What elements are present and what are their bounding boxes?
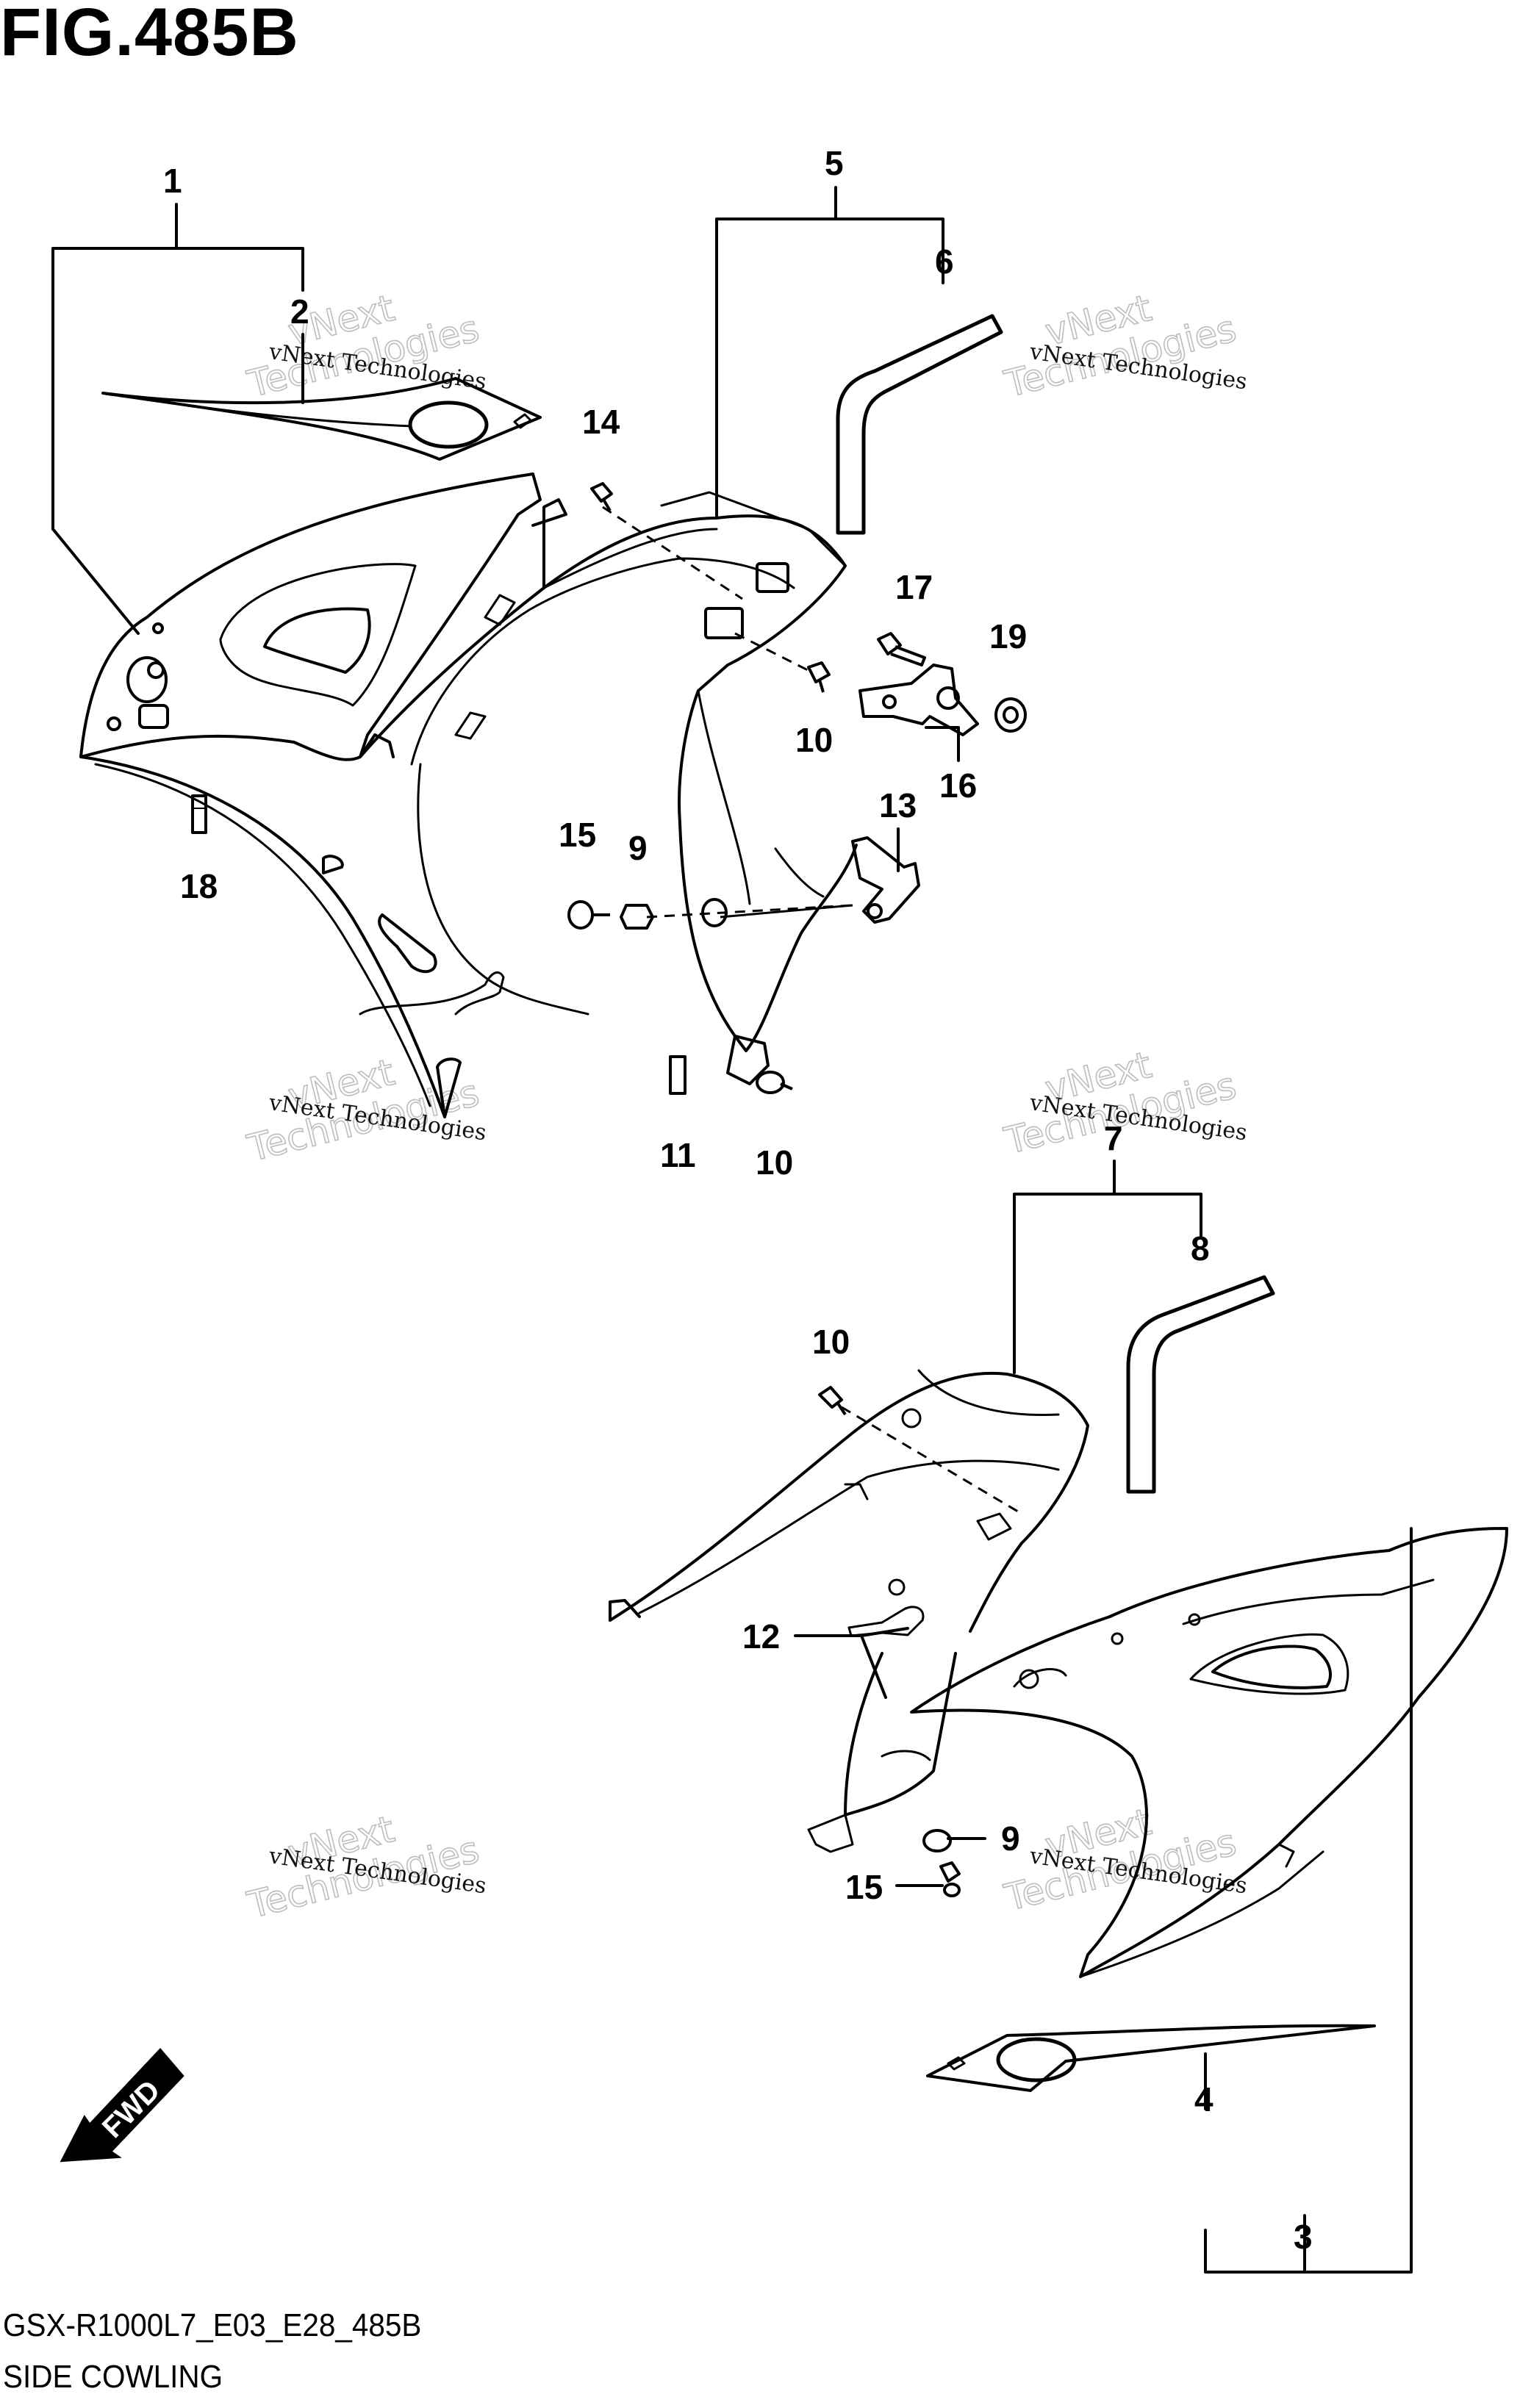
diagram-name: SIDE COWLING [3,2359,223,2395]
bracket-16 [858,664,979,736]
axis-9-solid [720,904,853,919]
part-7-inner-panel [609,1369,1089,1853]
axis-10a [734,632,813,674]
callout-11: 11 [660,1136,696,1174]
callout-9-lower: 9 [1001,1819,1020,1858]
callout-7: 7 [1104,1119,1123,1157]
callout-12: 12 [742,1617,780,1656]
callout-17: 17 [895,568,933,606]
bracket-7 [1013,1193,1202,1374]
callout-9-upper: 9 [628,829,648,867]
callout-14: 14 [582,403,620,441]
callout-19: 19 [989,617,1027,655]
leader-12 [794,1634,887,1699]
callout-10-mid: 10 [756,1143,793,1182]
leader-1-to-cowl [51,528,140,635]
axis-14 [602,506,743,600]
fwd-arrow-icon: FWD [60,2048,184,2163]
screw-10a [807,661,831,693]
part-8-hose [1126,1275,1275,1494]
callout-labels: 1 2 5 6 14 17 19 10 16 13 15 9 18 11 10 … [163,144,1313,2256]
part-4-decal [926,2024,1376,2092]
part-1-side-cowling [79,472,542,1118]
callout-1: 1 [163,162,182,200]
part-6-hose [836,314,1003,535]
bracket-3 [1204,1527,1413,2274]
part-2-decal [101,377,542,461]
callout-4: 4 [1194,2080,1214,2118]
screw-10b [756,1071,793,1094]
bracket-5 [715,218,944,520]
diagram-code: GSX-R1000L7_E03_E28_485B [3,2307,422,2343]
screw-15a [567,900,610,930]
screw-15b [939,1861,961,1897]
clip-18 [191,794,207,834]
callout-18: 18 [180,867,218,905]
callout-15-upper: 15 [559,816,596,854]
callout-10-upper: 10 [795,721,833,759]
callout-16: 16 [939,766,977,805]
callout-10-lower: 10 [812,1323,850,1361]
screw-14 [590,482,613,512]
callout-2: 2 [290,292,309,331]
callout-8: 8 [1191,1229,1210,1268]
callout-5: 5 [825,144,844,182]
part-5-inner-panel [359,491,858,1085]
bracket-13 [851,836,920,924]
callout-15-lower: 15 [845,1868,883,1906]
grommet-9b [922,1829,952,1852]
figure-title: FIG.485B [0,0,299,70]
watermark-bottom-right: vNext Technologies [1000,1800,1241,1920]
clip-11 [669,1055,686,1095]
grommet-9a [620,904,654,930]
leader-16 [925,726,960,762]
part-3-side-cowling [910,1527,1508,1978]
grommet-19 [994,697,1027,733]
callout-13: 13 [879,786,917,824]
callout-3: 3 [1294,2218,1313,2256]
callout-6: 6 [935,242,954,281]
grommet-seat [701,898,728,927]
screw-10c [818,1386,847,1416]
bolt-17 [877,632,926,666]
